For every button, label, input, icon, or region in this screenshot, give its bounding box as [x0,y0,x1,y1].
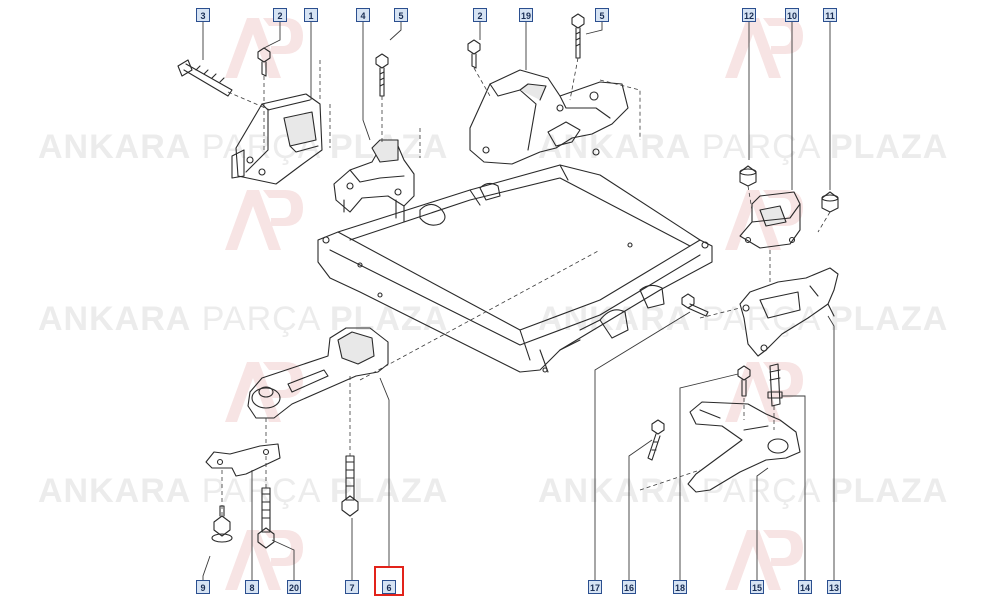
callout-15[interactable]: 15 [750,580,764,594]
gearbox-mount [739,191,801,249]
callout-11[interactable]: 11 [823,8,837,22]
selected-part-highlight [374,566,404,596]
stud-14 [767,363,783,407]
callout-16[interactable]: 16 [622,580,636,594]
leader-lines [202,22,835,582]
watermark-text: ANKARA PARÇA PLAZA [538,472,949,510]
watermark-logo [725,18,803,78]
lower-link-bracket [687,401,801,493]
callout-14[interactable]: 14 [798,580,812,594]
watermark-text: ANKARA PARÇA PLAZA [538,128,949,166]
callout-1[interactable]: 1 [304,8,318,22]
watermark-logo [225,362,303,422]
callout-8[interactable]: 8 [245,580,259,594]
bolt-16 [647,419,665,461]
engine-mount-right [469,69,629,165]
callout-9[interactable]: 9 [196,580,210,594]
heat-shield-plate [205,443,281,477]
engine-mount-left [231,93,323,185]
callout-10[interactable]: 10 [785,8,799,22]
bolt-20 [257,487,275,549]
callout-7[interactable]: 7 [345,580,359,594]
callout-18[interactable]: 18 [673,580,687,594]
bolt-9 [211,505,233,543]
callout-4[interactable]: 4 [356,8,370,22]
callout-6[interactable]: 6 [382,580,396,594]
dashed-assembly-lines [221,57,831,516]
callout-20[interactable]: 20 [287,580,301,594]
callout-13[interactable]: 13 [827,580,841,594]
subframe [317,164,713,373]
callout-19[interactable]: 19 [519,8,533,22]
watermark-logo [225,190,303,250]
bolt-7 [341,455,359,517]
callout-5-right[interactable]: 5 [595,8,609,22]
nut-12 [739,165,757,187]
callout-17[interactable]: 17 [588,580,602,594]
callout-2-left[interactable]: 2 [273,8,287,22]
callout-5-left[interactable]: 5 [394,8,408,22]
engine-bracket [333,139,415,223]
bolt-5-right [571,13,585,59]
bolt-3 [177,59,233,97]
watermark-logo [725,530,803,590]
bolt-18 [737,365,751,397]
bolt-2-right [467,39,481,69]
watermark-logo-group [225,18,803,590]
gearbox-bracket [739,267,839,357]
watermark-text: ANKARA PARÇA PLAZA [38,300,449,338]
bolt-17 [681,293,709,317]
bolt-5-left [375,53,389,97]
callout-12[interactable]: 12 [742,8,756,22]
callout-2-right[interactable]: 2 [473,8,487,22]
callout-3[interactable]: 3 [196,8,210,22]
torque-rod [247,327,389,419]
nut-11 [821,191,839,213]
watermark-text: ANKARA PARÇA PLAZA [38,472,449,510]
